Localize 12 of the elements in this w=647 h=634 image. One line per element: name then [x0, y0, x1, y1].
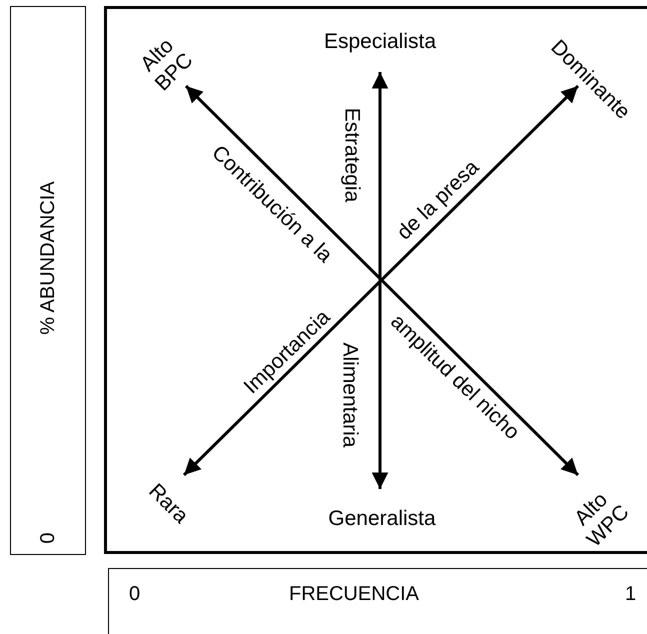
- axis-tick-label: 0: [36, 532, 60, 544]
- double-arrow: [372, 72, 388, 489]
- axis-label: Estrategia: [342, 108, 362, 202]
- y-axis-box: [10, 6, 86, 555]
- axis-end-label: Generalista: [312, 506, 452, 532]
- x-axis-box: [108, 568, 647, 634]
- axis-title: % ABUNDANCIA: [36, 181, 60, 335]
- axis-tick-label: 1: [625, 582, 636, 607]
- axis-end-label: Especialista: [310, 30, 450, 54]
- axis-tick-label: 0: [129, 582, 140, 607]
- axis-label: Alimentaria: [340, 342, 360, 448]
- axis-title: FRECUENCIA: [289, 582, 419, 607]
